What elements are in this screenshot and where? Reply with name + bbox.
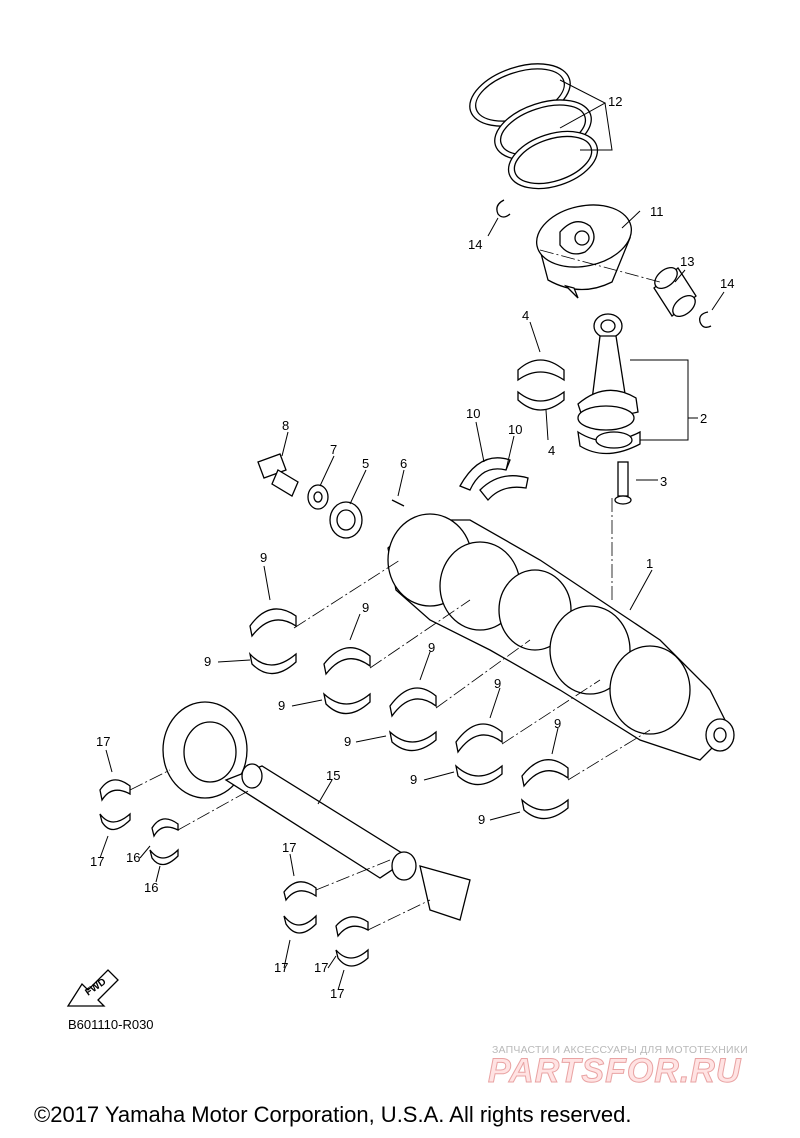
crankshaft <box>387 513 735 761</box>
callout-5: 5 <box>362 456 369 471</box>
conrod-bearing-lower <box>517 390 565 411</box>
callout-14-top: 14 <box>468 237 482 252</box>
fwd-arrow-icon: FWD <box>66 969 119 1007</box>
callout-12: 12 <box>608 94 622 109</box>
crank-bolt <box>257 453 299 497</box>
callout-9-a: 9 <box>260 550 267 565</box>
callout-4-bottom: 4 <box>548 443 555 458</box>
washer <box>307 484 329 510</box>
callout-17-d: 17 <box>274 960 288 975</box>
piston <box>535 204 633 299</box>
callout-16-b: 16 <box>144 880 158 895</box>
conrod-bearing-upper <box>517 359 565 382</box>
piston-pin <box>653 266 697 318</box>
main-bearings <box>248 608 569 820</box>
thrust-bearing-left <box>459 457 511 491</box>
callout-9-i: 9 <box>554 716 561 731</box>
connecting-rod <box>577 313 641 455</box>
conrod-bolt <box>614 461 632 505</box>
piston-rings <box>469 63 599 190</box>
callout-9-b: 9 <box>204 654 211 669</box>
callout-9-d: 9 <box>278 698 285 713</box>
callout-3-label: 3 <box>660 474 667 489</box>
leader-lines <box>99 79 725 991</box>
callout-9-j: 9 <box>478 812 485 827</box>
callout-10-left: 10 <box>466 406 480 421</box>
callout-17-e: 17 <box>314 960 328 975</box>
callout-1: 1 <box>646 556 653 571</box>
callouts: 12 11 14 13 14 4 2 4 1 3 8 7 5 6 10 10 1… <box>90 94 734 1001</box>
callout-9-h: 9 <box>410 772 417 787</box>
circlip-lower <box>699 311 712 328</box>
callout-17-f: 17 <box>330 986 344 1001</box>
diagram-reference-code: B601110-R030 <box>68 1017 154 1032</box>
callout-10-right: 10 <box>508 422 522 437</box>
callout-17-b: 17 <box>90 854 104 869</box>
circlip-upper <box>496 199 511 218</box>
center-lines <box>129 249 661 931</box>
callout-9-e: 9 <box>428 640 435 655</box>
drive-gear <box>329 501 363 539</box>
callout-9-c: 9 <box>362 600 369 615</box>
callout-17-c: 17 <box>282 840 296 855</box>
callout-8: 8 <box>282 418 289 433</box>
callout-11: 11 <box>650 204 664 219</box>
watermark-tagline: ЗАПЧАСТИ И АКСЕССУАРЫ ДЛЯ МОТОТЕХНИКИ <box>492 1044 748 1056</box>
callout-4-top: 4 <box>522 308 529 323</box>
thrust-bearing-right <box>479 475 529 502</box>
dowel-pin <box>391 499 405 507</box>
callout-17-a: 17 <box>96 734 110 749</box>
callout-14-right: 14 <box>720 276 734 291</box>
callout-7: 7 <box>330 442 337 457</box>
callout-16-a: 16 <box>126 850 140 865</box>
callout-13: 13 <box>680 254 694 269</box>
balancer-shaft <box>162 701 471 921</box>
callout-9-f: 9 <box>344 734 351 749</box>
watermark-brand: PARTSFOR.RU <box>487 1052 742 1091</box>
callout-15: 15 <box>326 768 340 783</box>
callout-9-g: 9 <box>494 676 501 691</box>
callout-2: 2 <box>700 411 707 426</box>
callout-6: 6 <box>400 456 407 471</box>
copyright-notice: ©2017 Yamaha Motor Corporation, U.S.A. A… <box>34 1102 632 1127</box>
